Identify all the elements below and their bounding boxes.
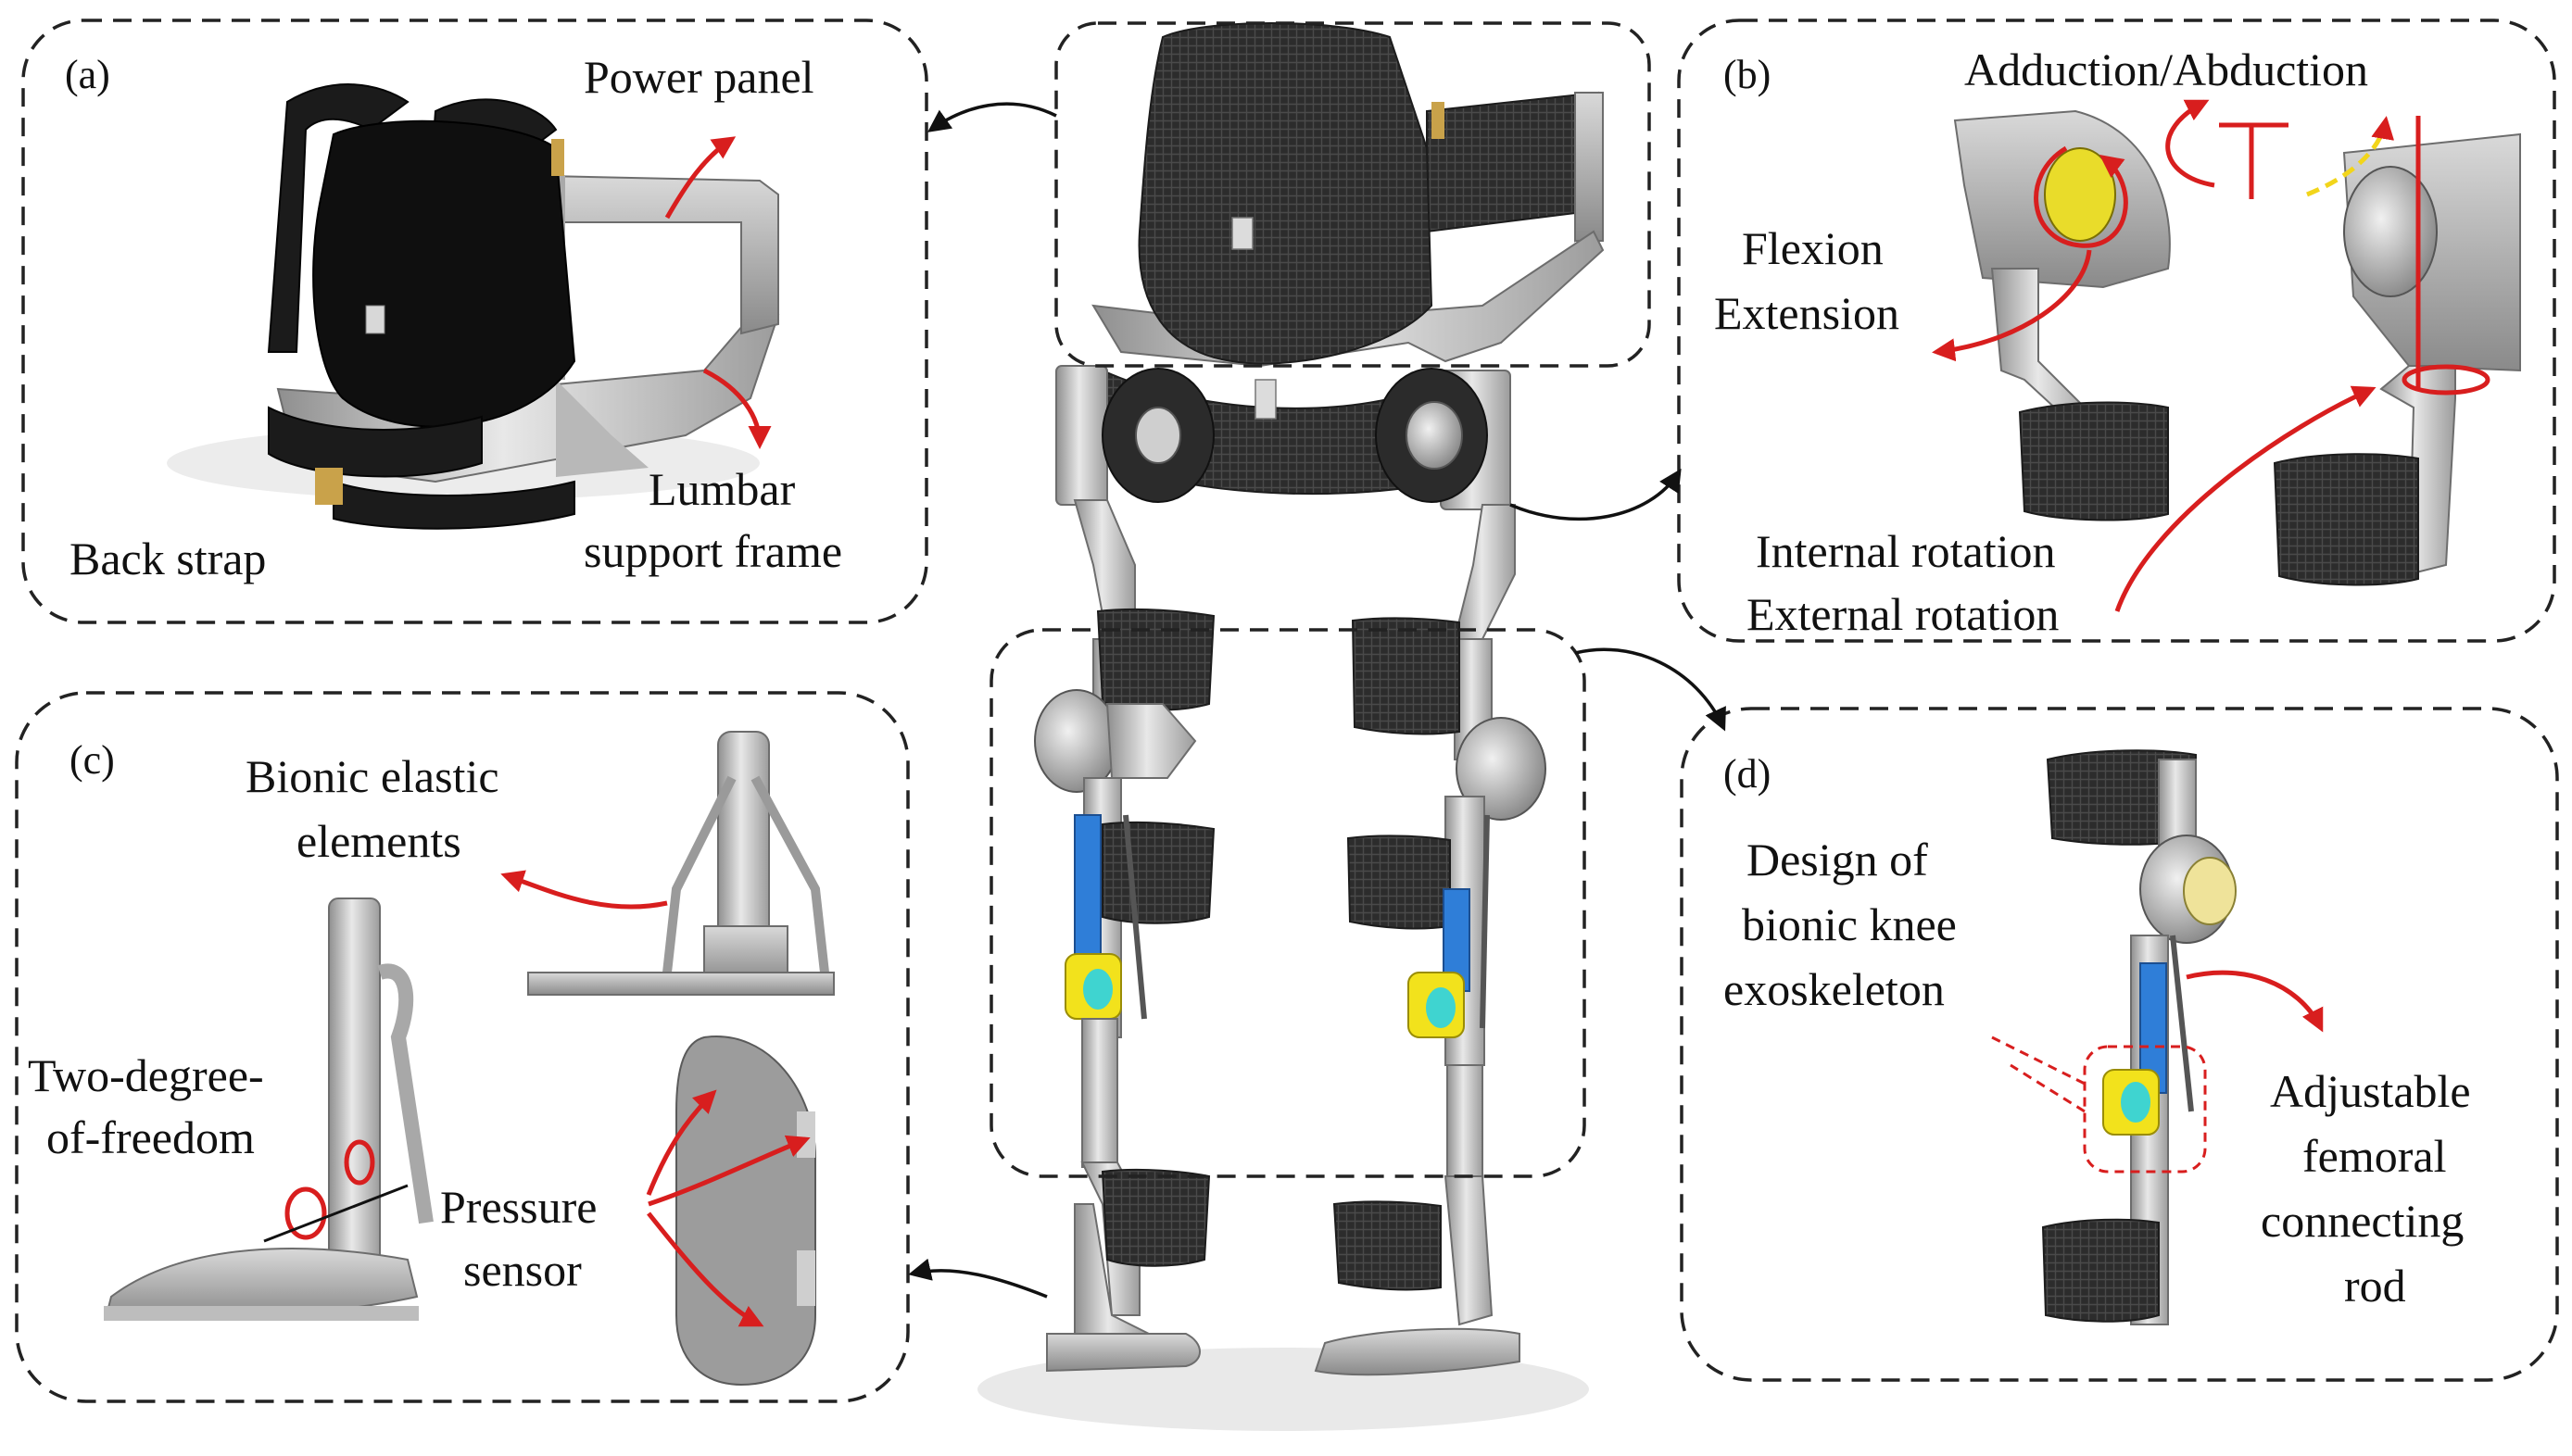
two-dof-ankle [104, 897, 434, 1321]
connector-to-c [908, 1258, 1048, 1299]
center-exoskeleton [977, 22, 1605, 1431]
label-twodof-1: Two-degree- [28, 1049, 264, 1101]
label-extension: Extension [1714, 287, 1899, 339]
power-panel-shape [545, 174, 779, 335]
panel-d-frame [1680, 707, 2559, 1382]
connector-to-b [1509, 468, 1682, 521]
bionic-elastic-elements [527, 731, 835, 996]
label-adduction: Adduction/Abduction [1964, 44, 2368, 95]
label-bionic-1: Bionic elastic [246, 750, 499, 802]
label-external-rotation: External rotation [1746, 588, 2059, 640]
panel-a-tag: (a) [65, 52, 110, 97]
label-design-1: Design of [1746, 834, 1928, 885]
label-back-strap: Back strap [69, 533, 266, 584]
label-twodof-2: of-freedom [46, 1111, 255, 1163]
panel-d-tag: (d) [1723, 751, 1771, 797]
hip-module-left [1953, 109, 2171, 521]
label-bionic-2: elements [296, 815, 461, 867]
label-power-panel: Power panel [584, 51, 814, 103]
panel-a: (a) Power panel Lumbar support frame [21, 19, 928, 624]
panel-b-tag: (b) [1723, 52, 1771, 97]
label-adjust-3: connecting [2261, 1195, 2464, 1247]
panel-c: (c) Bionic elastic elements [15, 691, 910, 1403]
label-adjust-2: femoral [2302, 1130, 2446, 1182]
connector-to-a [927, 102, 1057, 132]
label-pressure-1: Pressure [440, 1181, 597, 1233]
panel-c-tag: (c) [69, 737, 115, 783]
label-pressure-2: sensor [463, 1244, 582, 1296]
label-lumbar-2: support frame [584, 525, 842, 577]
panel-c-frame [15, 691, 910, 1403]
pressure-sensor-plate [675, 1036, 816, 1387]
panel-b: (b) Adduction/Abduction Flexion Extensio… [1677, 19, 2556, 643]
center-highlight-vest [1054, 21, 1651, 368]
label-design-2: bionic knee [1742, 898, 1957, 950]
label-lumbar-1: Lumbar [649, 463, 796, 515]
panel-d: (d) Design of bionic knee exoskeleton Ad… [1680, 707, 2559, 1382]
label-design-3: exoskeleton [1723, 963, 1945, 1015]
label-internal-rotation: Internal rotation [1756, 525, 2056, 577]
bionic-knee-exoskeleton [2041, 749, 2237, 1325]
panel-a-frame [21, 19, 928, 624]
label-adjust-4: rod [2344, 1260, 2406, 1312]
center-highlight-knee [990, 628, 1586, 1178]
label-flexion: Flexion [1742, 222, 1884, 274]
panel-b-frame [1677, 19, 2556, 643]
label-adjust-1: Adjustable [2270, 1065, 2471, 1117]
connector-to-d [1574, 647, 1726, 732]
hip-module-right [2273, 132, 2521, 586]
back-strap-illustration [167, 83, 780, 530]
panel-connectors [908, 102, 1726, 1299]
